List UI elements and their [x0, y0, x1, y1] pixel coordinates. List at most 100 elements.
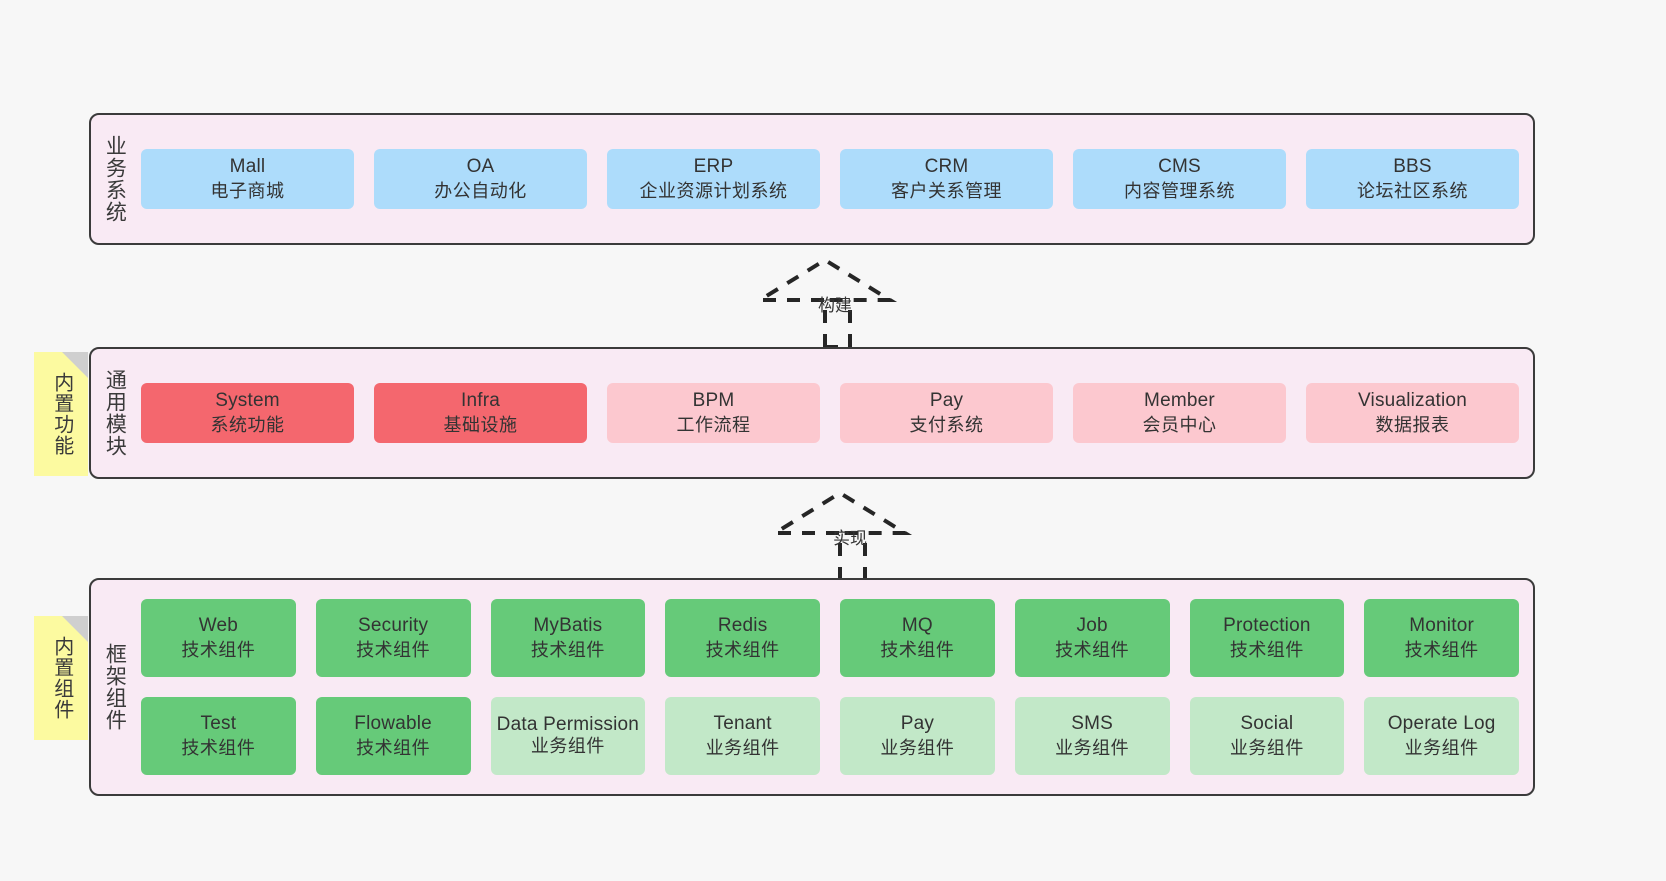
node-subtitle: 技术组件 [530, 639, 605, 660]
row: Mall 电子商城 OA 办公自动化 ERP 企业资源计划系统 CRM 客户关系… [141, 149, 1519, 209]
node-security[interactable]: Security 技术组件 [315, 599, 471, 677]
node-title: ERP [693, 156, 734, 178]
node-visualization[interactable]: Visualization 数据报表 [1306, 383, 1519, 443]
node-infra[interactable]: Infra 基础设施 [374, 383, 587, 443]
node-redis[interactable]: Redis 技术组件 [665, 599, 820, 677]
node-monitor[interactable]: Monitor 技术组件 [1364, 599, 1519, 677]
node-title: Member [1144, 390, 1215, 412]
node-title: Redis [717, 615, 768, 637]
connector-label-build: 构建 [818, 296, 852, 315]
node-pay-component[interactable]: Pay 业务组件 [840, 697, 995, 775]
node-operate-log[interactable]: Operate Log 业务组件 [1364, 697, 1519, 775]
connector-build: 构建 [755, 255, 905, 350]
node-title: MQ [901, 615, 933, 637]
node-subtitle: 内容管理系统 [1124, 180, 1235, 201]
layer-framework-component: 框架组件 Web 技术组件 Security 技术组件 MyBatis 技术组件… [89, 578, 1535, 796]
connector-implement: 实现 [770, 488, 920, 583]
layer-title-common-module: 通用模块 [103, 369, 127, 457]
layer-title-business-system: 业务系统 [103, 135, 127, 223]
node-title: Job [1076, 615, 1108, 637]
layer-title-framework-component: 框架组件 [103, 643, 127, 731]
layer-business-system: 业务系统 Mall 电子商城 OA 办公自动化 ERP 企业资源计划系统 CRM… [89, 113, 1535, 245]
node-crm[interactable]: CRM 客户关系管理 [840, 149, 1053, 209]
node-subtitle: 工作流程 [676, 414, 751, 435]
node-title: Test [200, 713, 237, 735]
node-title: Mall [229, 156, 266, 178]
note-fold-corner-icon [62, 352, 88, 378]
node-member[interactable]: Member 会员中心 [1073, 383, 1286, 443]
node-title: Flowable [354, 713, 432, 735]
node-subtitle: 技术组件 [1229, 639, 1304, 660]
node-web[interactable]: Web 技术组件 [141, 599, 296, 677]
node-subtitle: 论坛社区系统 [1357, 180, 1468, 201]
node-title: Data Permission [496, 713, 640, 735]
node-subtitle: 技术组件 [181, 639, 256, 660]
node-title: Visualization [1358, 390, 1467, 412]
layer-body-common-module: System 系统功能 Infra 基础设施 BPM 工作流程 Pay 支付系统… [137, 349, 1533, 477]
node-erp[interactable]: ERP 企业资源计划系统 [607, 149, 820, 209]
node-title: Pay [900, 713, 935, 735]
node-subtitle: 数据报表 [1375, 414, 1450, 435]
node-mq[interactable]: MQ 技术组件 [840, 599, 995, 677]
node-title: Pay [929, 390, 964, 412]
node-bbs[interactable]: BBS 论坛社区系统 [1306, 149, 1519, 209]
node-system[interactable]: System 系统功能 [141, 383, 354, 443]
node-social[interactable]: Social 业务组件 [1189, 697, 1345, 775]
node-cms[interactable]: CMS 内容管理系统 [1073, 149, 1286, 209]
node-subtitle: 业务组件 [1229, 737, 1304, 758]
node-title: Protection [1223, 615, 1311, 637]
node-title: SMS [1071, 713, 1114, 735]
node-title: Operate Log [1387, 713, 1496, 735]
node-subtitle: 技术组件 [880, 639, 955, 660]
connector-label-implement: 实现 [833, 529, 867, 548]
node-oa[interactable]: OA 办公自动化 [374, 149, 587, 209]
node-title: Infra [460, 390, 501, 412]
node-flowable[interactable]: Flowable 技术组件 [315, 697, 471, 775]
node-title: BPM [692, 390, 735, 412]
node-sms[interactable]: SMS 业务组件 [1014, 697, 1170, 775]
node-subtitle: 办公自动化 [434, 180, 527, 201]
node-subtitle: 客户关系管理 [891, 180, 1002, 201]
row: Web 技术组件 Security 技术组件 MyBatis 技术组件 Redi… [141, 599, 1519, 677]
node-subtitle: 系统功能 [210, 414, 285, 435]
layer-body-framework-component: Web 技术组件 Security 技术组件 MyBatis 技术组件 Redi… [137, 580, 1533, 794]
node-mybatis[interactable]: MyBatis 技术组件 [490, 599, 646, 677]
row: System 系统功能 Infra 基础设施 BPM 工作流程 Pay 支付系统… [141, 383, 1519, 443]
sticky-note-builtin-component: 内置组件 [34, 616, 88, 740]
node-title: Monitor [1409, 615, 1474, 637]
node-test[interactable]: Test 技术组件 [141, 697, 296, 775]
node-subtitle: 技术组件 [356, 639, 431, 660]
node-subtitle: 会员中心 [1142, 414, 1217, 435]
node-tenant[interactable]: Tenant 业务组件 [665, 697, 820, 775]
node-subtitle: 业务组件 [1055, 737, 1130, 758]
node-title: OA [466, 156, 495, 178]
node-subtitle: 技术组件 [705, 639, 780, 660]
node-subtitle: 技术组件 [1055, 639, 1130, 660]
sticky-note-label: 内置组件 [50, 636, 73, 720]
node-subtitle: 业务组件 [705, 737, 780, 758]
node-title: Tenant [713, 713, 772, 735]
node-title: Social [1240, 713, 1294, 735]
node-data-permission[interactable]: Data Permission 业务组件 [490, 697, 646, 775]
node-pay[interactable]: Pay 支付系统 [840, 383, 1053, 443]
node-bpm[interactable]: BPM 工作流程 [607, 383, 820, 443]
node-subtitle: 技术组件 [356, 737, 431, 758]
node-subtitle: 基础设施 [443, 414, 518, 435]
node-subtitle: 技术组件 [181, 737, 256, 758]
node-mall[interactable]: Mall 电子商城 [141, 149, 354, 209]
node-title: CMS [1158, 156, 1201, 178]
node-job[interactable]: Job 技术组件 [1014, 599, 1170, 677]
node-subtitle: 业务组件 [530, 736, 605, 757]
sticky-note-label: 内置功能 [50, 372, 73, 456]
row: Test 技术组件 Flowable 技术组件 Data Permission … [141, 697, 1519, 775]
node-protection[interactable]: Protection 技术组件 [1189, 599, 1345, 677]
node-title: CRM [924, 156, 969, 178]
node-title: Web [198, 615, 239, 637]
note-fold-corner-icon [62, 616, 88, 642]
layer-common-module: 通用模块 System 系统功能 Infra 基础设施 BPM 工作流程 Pay… [89, 347, 1535, 479]
node-title: Security [358, 615, 429, 637]
node-subtitle: 业务组件 [880, 737, 955, 758]
node-subtitle: 支付系统 [909, 414, 984, 435]
layer-body-business-system: Mall 电子商城 OA 办公自动化 ERP 企业资源计划系统 CRM 客户关系… [137, 115, 1533, 243]
